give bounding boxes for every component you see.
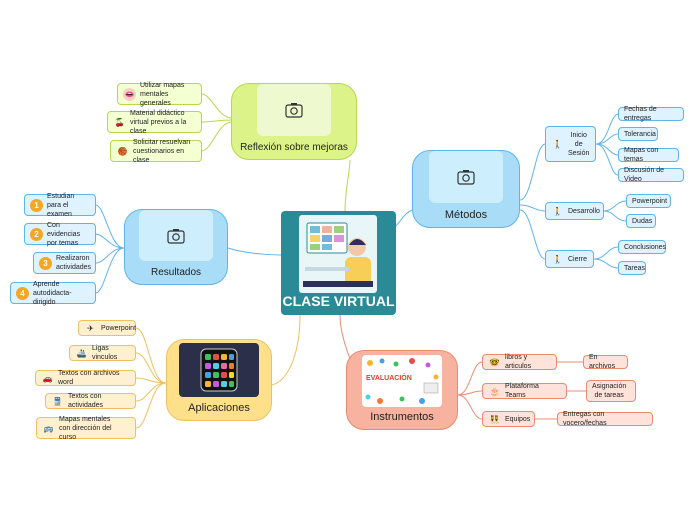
list-item[interactable]: Mapas con temas (618, 147, 679, 163)
reflexion-title: Reflexión sobre mejoras (240, 142, 348, 153)
list-item[interactable]: 🏀 Solicitar resuelvan cuestionarios en c… (110, 139, 202, 164)
camera-icon (457, 170, 475, 185)
mouth-icon: 👄 (123, 87, 136, 101)
list-item[interactable]: 2 Con evidencias por temas (24, 222, 96, 247)
list-item[interactable]: Entregas con vocero/fechas (557, 411, 653, 427)
list-item[interactable]: 👯 Equipos (482, 411, 535, 427)
list-item[interactable]: Powerpoint (626, 194, 671, 208)
number-badge: 4 (16, 286, 29, 300)
metodos-node[interactable]: Métodos (412, 150, 520, 228)
list-item[interactable]: Asignación de tareas (586, 380, 636, 402)
list-item[interactable]: 🎂 Plataforma Teams (482, 383, 567, 399)
evaluacion-text: EVALUACIÓN (366, 375, 412, 382)
list-item[interactable]: 🤓 libros y articulos (482, 354, 557, 370)
number-badge: 2 (30, 227, 43, 241)
ship-icon: 🚢 (76, 348, 87, 358)
image-placeholder (429, 151, 503, 203)
nerd-face-icon: 🤓 (489, 357, 500, 367)
metodos-title: Métodos (444, 209, 488, 221)
bus-icon: 🚌 (43, 423, 54, 433)
list-item[interactable]: ✈ Powerpoint (78, 320, 136, 336)
resultados-node[interactable]: Resultados (124, 209, 228, 285)
airplane-icon: ✈ (87, 323, 94, 333)
list-item[interactable]: 4 Aprende autodidacta-dirigido (10, 281, 96, 306)
list-item[interactable]: En archivos (583, 354, 628, 370)
reflexion-node[interactable]: Reflexión sobre mejoras (231, 83, 357, 160)
walking-person-icon: 🚶 (552, 206, 563, 216)
number-badge: 1 (30, 198, 43, 212)
central-title: CLASE VIRTUAL (282, 293, 395, 309)
list-item[interactable]: Fechas de entregas (618, 106, 684, 122)
list-item[interactable]: 👄 Utilizar mapas mentales generales (117, 82, 202, 107)
group-desarrollo[interactable]: 🚶 Desarrollo (545, 202, 604, 220)
car-icon: 🚗 (42, 373, 53, 383)
list-item[interactable]: 3 Realizaron actividades (33, 252, 96, 274)
cherries-icon: 🍒 (114, 117, 125, 127)
number-badge: 3 (39, 256, 52, 270)
list-item[interactable]: 🚌 Mapas mentales con dirección del curso (36, 416, 136, 441)
camera-icon (167, 228, 185, 244)
list-item[interactable]: 🚗 Textos con archivos word (35, 370, 136, 386)
list-item[interactable]: Conclusiones (618, 240, 666, 254)
image-placeholder (139, 210, 213, 261)
evaluacion-illustration: EVALUACIÓN (362, 355, 442, 407)
list-item[interactable]: Dudas (626, 214, 656, 228)
instrumentos-title: Instrumentos (370, 411, 434, 423)
image-placeholder (257, 84, 331, 136)
cake-icon: 🎂 (489, 386, 500, 396)
phone-apps-illustration (179, 343, 259, 397)
aplicaciones-title: Aplicaciones (188, 402, 250, 414)
list-item[interactable]: Tareas (618, 261, 646, 275)
list-item[interactable]: Tolerancia (618, 127, 658, 141)
basketball-icon: 🏀 (117, 146, 128, 156)
train-icon: 🚆 (52, 396, 63, 406)
aplicaciones-node[interactable]: Aplicaciones (166, 339, 272, 421)
central-illustration (299, 215, 377, 293)
group-cierre[interactable]: 🚶 Cierre (545, 250, 594, 268)
camera-icon (285, 103, 303, 118)
list-item[interactable]: 🚢 Ligas vinculos (69, 345, 136, 361)
list-item[interactable]: Discusión de Video (618, 167, 684, 183)
list-item[interactable]: 1 Estudian para el examen (24, 193, 96, 218)
group-inicio[interactable]: 🚶 Inicio de Sesión (545, 126, 596, 162)
list-item[interactable]: 🚆 Textos con actividades (45, 393, 136, 409)
central-node[interactable]: CLASE VIRTUAL (281, 211, 396, 315)
instrumentos-node[interactable]: EVALUACIÓN Instrumentos (346, 350, 458, 430)
list-item[interactable]: 🍒 Material didáctico virtual previos a l… (107, 110, 202, 135)
dancers-icon: 👯 (489, 414, 500, 424)
walking-person-icon: 🚶 (552, 254, 563, 264)
resultados-title: Resultados (150, 267, 202, 278)
walking-person-icon: 🚶 (552, 139, 563, 149)
